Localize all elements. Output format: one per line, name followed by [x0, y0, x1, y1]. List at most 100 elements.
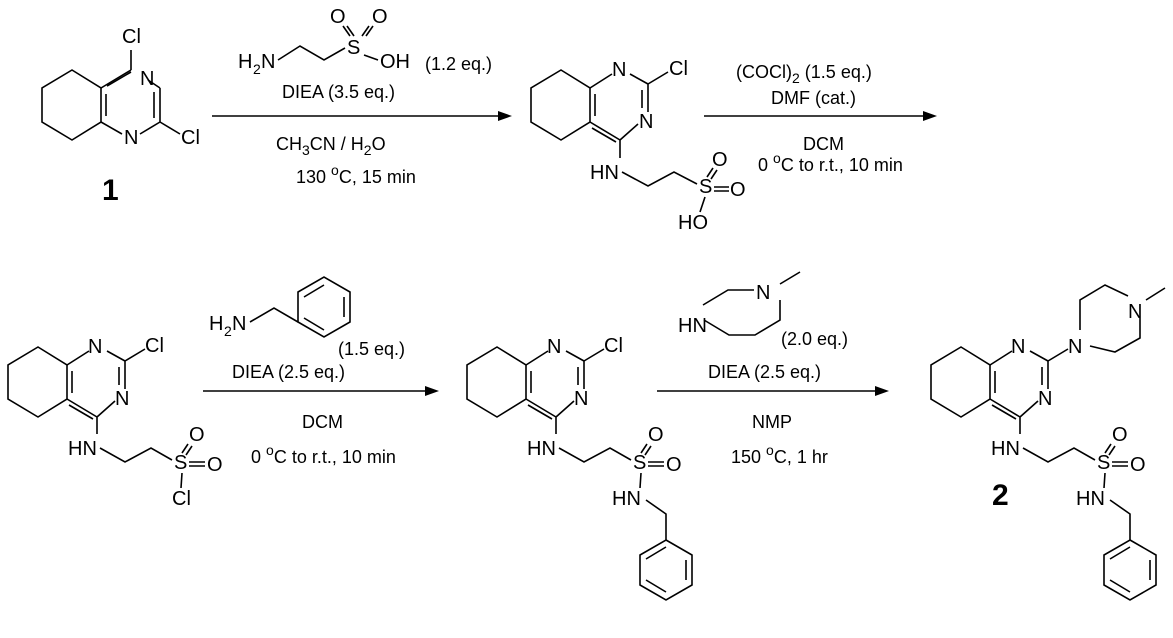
intermediate-sulfonic-acid: N N Cl HN S O O HO: [531, 58, 746, 234]
arrowhead: [875, 386, 889, 396]
condition-line: DIEA (3.5 eq.): [282, 82, 395, 102]
atom-ho: HO: [678, 212, 708, 234]
atom-n: N: [140, 68, 154, 90]
atom-o: O: [648, 424, 664, 446]
bond: [640, 540, 692, 600]
intermediate-sulfonyl-chloride: N N Cl HN S O O Cl: [8, 335, 223, 510]
reagent-eq: (1.5 eq.): [338, 339, 405, 359]
atom-hn: HN: [991, 438, 1020, 460]
bond: [8, 347, 67, 417]
atom-hn: HN: [590, 162, 619, 184]
bond: [1110, 500, 1130, 540]
bond: [592, 90, 642, 142]
condition-line: (COCl)2 (1.5 eq.): [736, 62, 872, 86]
compound-number-2: 2: [992, 479, 1009, 512]
condition-line: 150 oC, 1 hr: [731, 442, 828, 467]
step-4: N HN (2.0 eq.) DIEA (2.5 eq.) NMP 150 oC…: [657, 272, 889, 467]
atom-cl: Cl: [604, 335, 623, 357]
step-3: H 2 N (1.5 eq.) DIEA (2.5 eq.) DCM 0 oC …: [203, 277, 439, 467]
atom-s: S: [633, 452, 646, 474]
bond: [646, 547, 686, 592]
arrowhead: [923, 111, 937, 121]
atom-o: O: [666, 454, 682, 476]
bond: [67, 349, 145, 434]
atom-n: N: [124, 127, 138, 149]
condition-line: CH3CN / H2O: [276, 134, 386, 158]
condition-line: DMF (cat.): [771, 88, 856, 108]
compound-2: N N N N HN S O O HN 2: [931, 285, 1165, 600]
arrowhead: [498, 111, 512, 121]
bond: [931, 347, 990, 417]
bond: [559, 448, 631, 462]
step-1: H 2 N S O O OH (1.2 eq.) DIEA (3.5 eq.) …: [212, 6, 512, 187]
atom-h: H: [209, 313, 223, 335]
atom-o: O: [330, 6, 346, 28]
bond: [992, 367, 1042, 419]
atom-s: S: [347, 37, 360, 59]
bond: [100, 448, 172, 462]
subscript: 2: [224, 323, 232, 339]
atom-s: S: [174, 452, 187, 474]
atom-o: O: [207, 454, 223, 476]
bond: [1110, 547, 1150, 592]
bond: [250, 308, 298, 322]
atom-n: N: [232, 313, 246, 335]
condition-line: DCM: [803, 134, 844, 154]
bond: [304, 285, 344, 330]
atom-oh: OH: [380, 51, 410, 73]
atom-n: N: [1038, 388, 1052, 410]
bond: [1080, 285, 1165, 352]
compound-number-1: 1: [102, 174, 119, 207]
bond: [531, 70, 590, 140]
bond: [42, 70, 101, 140]
atom-n: N: [1128, 301, 1142, 323]
atom-o: O: [1130, 454, 1146, 476]
atom-cl: Cl: [669, 58, 688, 80]
intermediate-sulfonamide: N N Cl HN S O O HN: [467, 335, 692, 600]
condition-line: 130 oC, 15 min: [296, 162, 416, 187]
condition-line: 0 oC to r.t., 10 min: [251, 442, 396, 467]
bond: [990, 349, 1068, 434]
bond: [467, 347, 526, 417]
subscript: 2: [253, 61, 261, 77]
atom-n: N: [115, 388, 129, 410]
atom-n: N: [261, 51, 275, 73]
bond: [101, 50, 180, 134]
bond: [298, 277, 350, 337]
bond: [1023, 448, 1095, 462]
bond: [69, 367, 119, 419]
atom-n: N: [1068, 336, 1082, 358]
atom-o: O: [1112, 424, 1128, 446]
atom-n: N: [639, 111, 653, 133]
atom-cl: Cl: [172, 488, 191, 510]
atom-hn: HN: [678, 315, 707, 337]
arrowhead: [425, 386, 439, 396]
bond: [1104, 540, 1156, 600]
atom-n: N: [612, 59, 626, 81]
atom-n: N: [88, 336, 102, 358]
atom-h: H: [238, 51, 252, 73]
atom-cl-top: Cl: [122, 26, 141, 48]
bond: [278, 46, 345, 60]
atom-hn: HN: [68, 438, 97, 460]
atom-hn: HN: [612, 488, 641, 510]
condition-line: NMP: [752, 412, 792, 432]
compound-1: Cl N N Cl 1: [42, 26, 200, 207]
condition-line: DIEA (2.5 eq.): [232, 362, 345, 382]
atom-n: N: [1011, 336, 1025, 358]
atom-hn: HN: [1076, 488, 1105, 510]
atom-o: O: [189, 424, 205, 446]
atom-s: S: [1097, 452, 1110, 474]
atom-n: N: [547, 336, 561, 358]
step-2: (COCl)2 (1.5 eq.) DMF (cat.) DCM 0 oC to…: [704, 62, 937, 175]
bond: [622, 172, 697, 186]
reagent-eq: (2.0 eq.): [781, 329, 848, 349]
atom-hn: HN: [527, 438, 556, 460]
condition-line: DIEA (2.5 eq.): [708, 362, 821, 382]
atom-cl: Cl: [181, 127, 200, 149]
bond: [703, 272, 800, 335]
reagent-eq: (1.2 eq.): [425, 54, 492, 74]
atom-o: O: [730, 179, 746, 201]
condition-line: DCM: [302, 412, 343, 432]
